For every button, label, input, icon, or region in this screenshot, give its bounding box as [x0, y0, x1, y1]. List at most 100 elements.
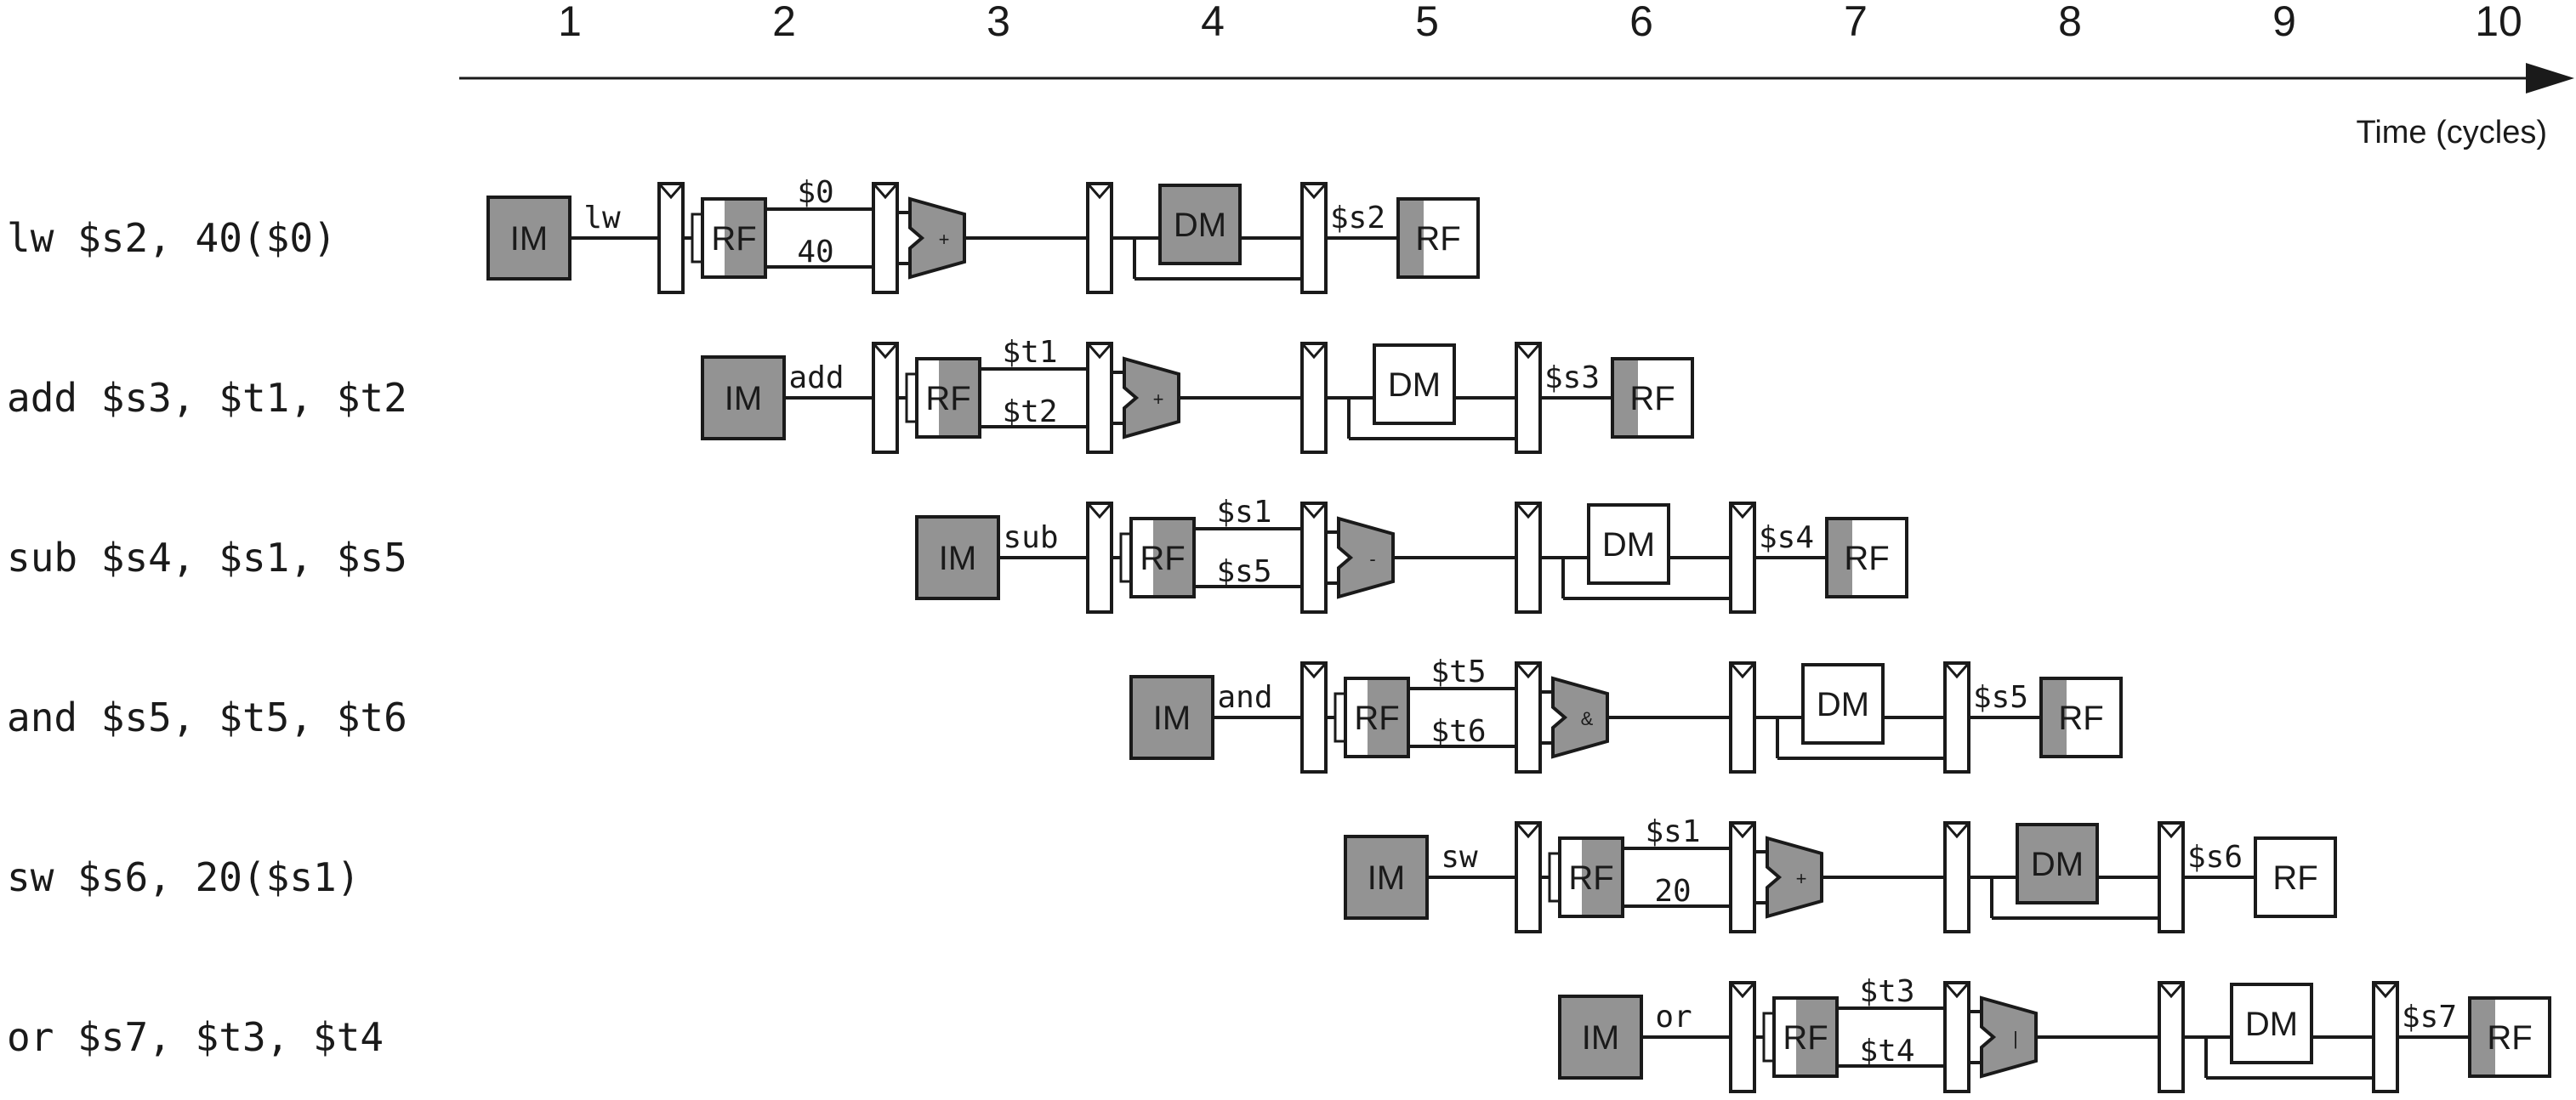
data-memory: DM [2230, 983, 2313, 1064]
cycle-number: 8 [2058, 0, 2082, 45]
svg-text:&: & [1581, 708, 1594, 729]
register-file-write: RF [1611, 357, 1694, 439]
alu: & [1551, 676, 1609, 759]
svg-text:RF: RF [1783, 1019, 1828, 1057]
pipeline-register [1943, 821, 1970, 933]
pipeline-register [1300, 342, 1328, 454]
pipeline-register [872, 342, 899, 454]
instruction-text: sub $s4, $s1, $s5 [7, 535, 407, 581]
svg-text:RF: RF [925, 380, 970, 417]
svg-text:RF: RF [1140, 540, 1185, 577]
svg-text:DM: DM [2031, 846, 2084, 883]
pipeline-register [2158, 821, 2185, 933]
svg-text:+: + [1796, 868, 1807, 889]
pipeline-register [2372, 981, 2399, 1093]
cycle-number: 10 [2475, 0, 2522, 45]
time-axis-arrowhead [2526, 63, 2574, 94]
cycle-number: 9 [2272, 0, 2296, 45]
svg-text:IM: IM [1368, 859, 1405, 897]
destination-register: $s6 [2187, 840, 2243, 875]
instruction-text: lw $s2, 40($0) [7, 215, 337, 261]
source-operand-2: $t4 [1859, 1034, 1914, 1069]
source-operand-2: $t6 [1430, 714, 1486, 749]
pipeline-register [1515, 661, 1542, 774]
pipeline-register [1729, 661, 1756, 774]
svg-text:RF: RF [1415, 220, 1460, 258]
instruction-memory: IM [1344, 835, 1429, 920]
svg-text:DM: DM [1388, 366, 1441, 404]
alu: + [1766, 836, 1823, 919]
pipeline-register [1086, 182, 1113, 294]
source-operand-1: $t3 [1859, 974, 1914, 1009]
svg-text:+: + [1153, 388, 1164, 410]
source-operand-2: 40 [797, 235, 833, 269]
pipeline-register [1729, 502, 1756, 614]
svg-text:RF: RF [1629, 380, 1675, 417]
alu: - [1337, 516, 1395, 599]
opcode-label: sub [1003, 520, 1058, 555]
cycle-number: 1 [558, 0, 582, 45]
svg-text:RF: RF [2487, 1019, 2532, 1057]
pipeline-register [872, 182, 899, 294]
svg-text:RF: RF [1568, 859, 1613, 897]
cycle-number: 4 [1201, 0, 1225, 45]
svg-text:IM: IM [939, 540, 976, 577]
pipeline-register [1086, 502, 1113, 614]
pipeline-register [657, 182, 685, 294]
svg-text:RF: RF [2272, 859, 2317, 897]
cycle-number: 2 [772, 0, 796, 45]
alu: + [908, 196, 966, 280]
instruction-text: or $s7, $t3, $t4 [7, 1014, 384, 1060]
pipeline-register [1729, 821, 1756, 933]
source-operand-2: $s5 [1216, 554, 1271, 589]
svg-text:RF: RF [2058, 700, 2103, 737]
svg-text:IM: IM [1153, 700, 1191, 737]
pipeline-register [2158, 981, 2185, 1093]
instruction-text: add $s3, $t1, $t2 [7, 375, 407, 421]
pipeline-register [1515, 821, 1542, 933]
svg-text:DM: DM [1602, 526, 1655, 564]
data-memory: DM [1801, 663, 1885, 745]
opcode-label: lw [583, 201, 621, 235]
svg-text:IM: IM [725, 380, 762, 417]
data-memory: DM [1373, 343, 1456, 425]
instruction-text: sw $s6, 20($s1) [7, 854, 360, 900]
source-operand-1: $t1 [1002, 335, 1057, 370]
alu: + [1123, 356, 1180, 439]
pipeline-register [1300, 661, 1328, 774]
pipeline-register [1515, 502, 1542, 614]
pipeline-register [1515, 342, 1542, 454]
svg-text:RF: RF [1354, 700, 1399, 737]
svg-text:-: - [1369, 548, 1375, 570]
source-operand-1: $s1 [1216, 495, 1271, 530]
svg-text:IM: IM [510, 220, 548, 258]
source-operand-1: $s1 [1645, 814, 1700, 849]
register-file-read: RF [1129, 517, 1196, 598]
register-file-read: RF [1344, 677, 1410, 758]
svg-text:DM: DM [1174, 207, 1226, 244]
instruction-memory: IM [915, 515, 1000, 600]
source-operand-1: $0 [797, 175, 833, 210]
svg-text:DM: DM [1817, 686, 1869, 723]
svg-text:|: | [2013, 1028, 2018, 1049]
instruction-memory: IM [1129, 675, 1214, 760]
destination-register: $s2 [1330, 201, 1385, 235]
pipeline-register [1729, 981, 1756, 1093]
svg-text:IM: IM [1582, 1019, 1619, 1057]
opcode-label: or [1655, 1000, 1692, 1035]
svg-text:DM: DM [2245, 1006, 2298, 1043]
destination-register: $s4 [1759, 520, 1814, 555]
svg-text:RF: RF [1844, 540, 1889, 577]
instruction-text: and $s5, $t5, $t6 [7, 695, 407, 740]
data-memory: DM [1158, 184, 1242, 265]
cycle-number: 7 [1844, 0, 1868, 45]
register-file-write: RF [1825, 517, 1908, 598]
opcode-label: sw [1441, 840, 1478, 875]
pipeline-register [1086, 342, 1113, 454]
register-file-write: RF [2254, 836, 2337, 918]
